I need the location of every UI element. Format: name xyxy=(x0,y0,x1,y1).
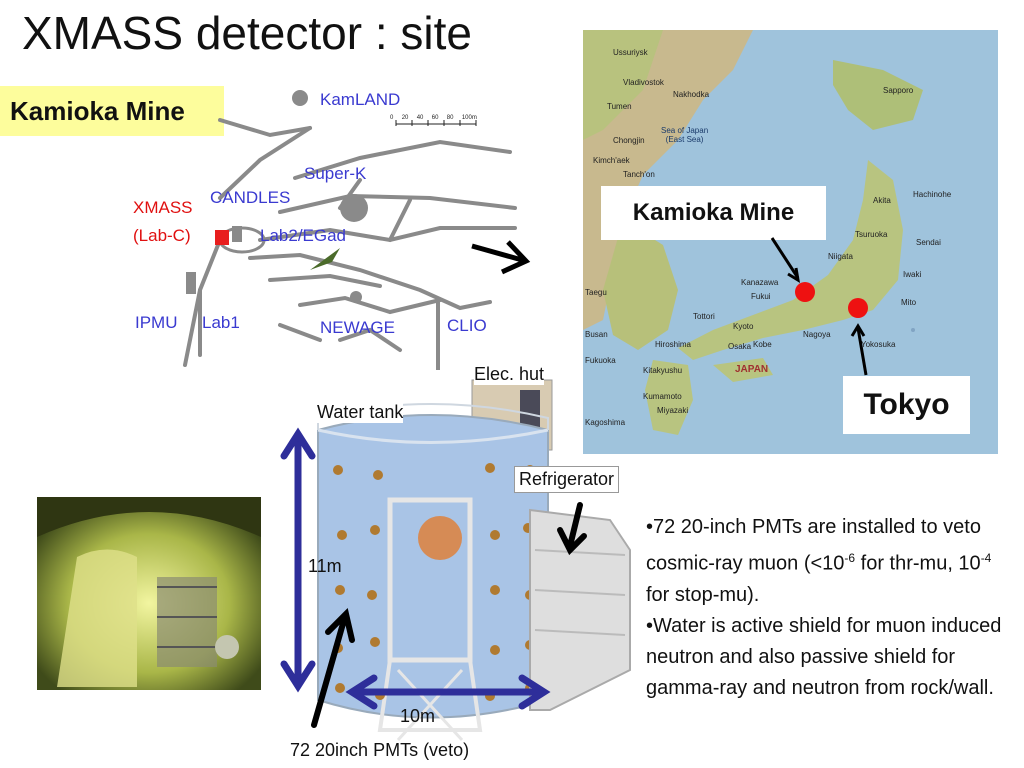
slide-title: XMASS detector : site xyxy=(22,7,472,59)
mine-tunnel-map xyxy=(183,90,517,370)
detector-illustration xyxy=(280,379,631,742)
label-xmass: XMASS xyxy=(133,198,193,217)
label-superk: Super-K xyxy=(304,164,367,183)
label-height: 11m xyxy=(308,556,342,576)
sea-label: Sea of Japan(East Sea) xyxy=(661,126,709,144)
mine-label-box xyxy=(0,86,224,136)
label-lab1: Lab1 xyxy=(202,313,240,332)
callout-arrows xyxy=(770,237,868,376)
label-refrigerator: Refrigerator xyxy=(514,466,620,493)
label-newage: NEWAGE xyxy=(320,318,395,337)
label-clio: CLIO xyxy=(447,316,487,335)
label-width: 10m xyxy=(400,706,436,726)
label-elec-hut: Elec. hut xyxy=(474,364,545,385)
label-candles: CANDLES xyxy=(210,188,291,207)
label-lab2: Lab2/EGad xyxy=(260,226,347,245)
bullet-list: •72 20-inch PMTs are installed to veto c… xyxy=(646,512,1006,704)
bullet-2: •Water is active shield for muon induced… xyxy=(646,614,1002,699)
site-photo xyxy=(37,497,261,690)
label-ipmu: IPMU xyxy=(135,313,178,332)
bullet-1: •72 20-inch PMTs are installed to veto c… xyxy=(646,516,992,606)
mine-label: Kamioka Mine xyxy=(10,96,185,126)
kamioka-marker xyxy=(795,282,815,302)
label-kamland: KamLAND xyxy=(320,90,401,109)
label-water-tank: Water tank xyxy=(317,402,404,423)
mine-to-map-arrow xyxy=(471,240,531,275)
label-lab-c: (Lab-C) xyxy=(133,226,191,245)
tokyo-callout: Tokyo xyxy=(843,376,970,434)
label-pmts: 72 20inch PMTs (veto) xyxy=(290,740,470,760)
xmass-marker xyxy=(215,230,229,245)
tokyo-marker xyxy=(848,298,868,318)
place-labels: Ussuriysk Vladivostok Nakhodka Tumen Cho… xyxy=(585,48,952,427)
scale-labels: 0 20 40 60 80 100m xyxy=(390,115,477,121)
kamioka-callout: Kamioka Mine xyxy=(601,186,826,240)
